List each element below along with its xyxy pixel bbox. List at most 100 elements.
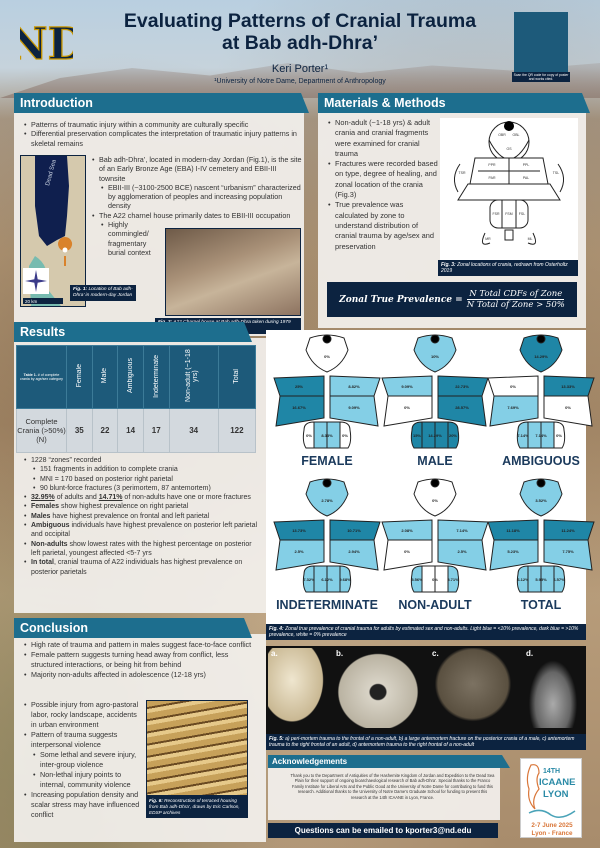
table-complete-crania: Table 1. # of complete crania by age/sex…	[16, 345, 257, 453]
svg-text:3.52%: 3.52%	[535, 498, 547, 503]
svg-text:7.14%: 7.14%	[517, 433, 529, 438]
svg-text:5.71%: 5.71%	[447, 577, 459, 582]
svg-text:PPR: PPR	[488, 163, 496, 167]
prevalence-equation: Zonal True Prevalence = N Total CDFs of …	[327, 282, 577, 317]
svg-text:22.73%: 22.73%	[455, 384, 469, 389]
results-heading: Results	[14, 322, 252, 342]
conclusion-heading: Conclusion	[14, 618, 252, 638]
contact-email[interactable]: Questions can be emailed to kporter3@nd.…	[268, 823, 498, 838]
svg-text:LYON: LYON	[543, 789, 569, 800]
svg-text:0%: 0%	[324, 354, 330, 359]
col-male: Male	[91, 345, 119, 409]
fig3-caption: Fig. 3: Zonal locations of crania, redra…	[438, 260, 578, 276]
svg-text:7.75%: 7.75%	[562, 549, 574, 554]
skull-diagram-icon: 3.52% 11.18% 11.24% 5.23% 7.75% 6.12% 5.…	[487, 478, 595, 593]
svg-text:9.09%: 9.09%	[348, 405, 360, 410]
svg-text:TSR: TSR	[459, 171, 466, 175]
svg-text:FSR: FSR	[493, 212, 500, 216]
svg-text:9.68%: 9.68%	[339, 577, 351, 582]
svg-text:5.56%: 5.56%	[411, 577, 423, 582]
table-caption: Table 1. # of complete crania by age/sex…	[16, 345, 67, 409]
notre-dame-logo: ND	[20, 18, 73, 70]
table-row: Complete Crania (>50%)(N) 35 22 14 17 34…	[16, 408, 257, 453]
photo-c	[428, 648, 518, 728]
introduction-heading: Introduction	[14, 93, 309, 113]
skull-diagram-icon: 10% 9.09% 22.73% 0% 28.57% 15% 14.29% 20…	[381, 334, 489, 449]
compass-rose-icon	[25, 270, 47, 292]
skull-label-ambiguous: AMBIGUOUS	[502, 454, 580, 468]
equation-fraction: N Total CDFs of Zone N Total of Zone > 5…	[466, 289, 565, 310]
fig5-trauma-photos: a. b. c. d.	[266, 646, 586, 734]
skull-diagram-icon: 2.78% 13.73% 10.71% 2.5% 2.94% 7.32% 6.1…	[273, 478, 381, 593]
introduction-bullets: Patterns of traumatic injury within a co…	[22, 120, 302, 148]
photo-b	[332, 648, 424, 728]
svg-text:8.33%: 8.33%	[321, 433, 333, 438]
acknowledgements-heading: Acknowledgements	[268, 755, 510, 768]
svg-text:0%: 0%	[432, 498, 438, 503]
svg-text:FSL: FSL	[519, 212, 525, 216]
col-non-adult: Non-adult (~1-18 yrs)	[168, 345, 219, 409]
svg-text:OBR: OBR	[498, 133, 506, 137]
svg-text:2.08%: 2.08%	[401, 528, 413, 533]
svg-text:Lyon - France: Lyon - France	[531, 830, 573, 837]
svg-text:0%: 0%	[432, 577, 438, 582]
conclusion-bullets: High rate of trauma and pattern in males…	[22, 640, 262, 680]
qr-code[interactable]	[514, 12, 568, 74]
intro-side-bullet: Highly commingled/ fragmentary burial co…	[90, 220, 152, 257]
affiliation: ¹University of Notre Dame, Department of…	[214, 78, 386, 85]
skull-label-male: MALE	[417, 454, 453, 468]
fig2-charnel-house-photo	[165, 228, 301, 316]
skull-label-non-adult: NON-ADULT	[398, 598, 472, 612]
acknowledgements-text: Thank you to the Department of Antiquiti…	[290, 773, 495, 800]
svg-text:PAL: PAL	[523, 176, 529, 180]
col-indeterminate: Indeterminate	[142, 345, 170, 409]
svg-text:0%: 0%	[565, 405, 571, 410]
methods-bullets: Non-adult (~1-18 yrs) & adult crania and…	[326, 118, 438, 252]
svg-text:2.94%: 2.94%	[348, 549, 360, 554]
introduction-side-bullets: Bab adh-Dhra’, located in modern-day Jor…	[90, 155, 302, 257]
skull-label-total: TOTAL	[520, 598, 562, 612]
col-total: Total	[217, 345, 257, 409]
fig1-map: Dead Sea 20 km	[20, 155, 86, 307]
svg-text:6.12%: 6.12%	[321, 577, 333, 582]
dead-sea-map-icon: Dead Sea 20 km	[21, 156, 85, 306]
svg-text:5.23%: 5.23%	[507, 549, 519, 554]
svg-text:PPL: PPL	[523, 163, 530, 167]
icaane-figure-icon: 14TH ICAANE LYON 2-7 June 2025 Lyon - Fr…	[526, 764, 576, 837]
svg-text:7.14%: 7.14%	[456, 528, 468, 533]
svg-text:0%: 0%	[556, 433, 562, 438]
skull-map-ambiguous: 14.29% 0% 13.33% 7.69% 0% 7.14% 7.14% 0%	[486, 334, 596, 454]
svg-text:10.71%: 10.71%	[347, 528, 361, 533]
icaane-logo: 14TH ICAANE LYON 2-7 June 2025 Lyon - Fr…	[520, 758, 582, 838]
fig6-caption: Fig. 6: Reconstruction of terraced housi…	[146, 796, 248, 818]
svg-text:10%: 10%	[431, 354, 439, 359]
intro-side-bullet: Bab adh-Dhra’, located in modern-day Jor…	[90, 155, 302, 183]
svg-text:14.29%: 14.29%	[428, 433, 442, 438]
conclusion-side-bullets: Possible injury from agro-pastoral labor…	[22, 700, 144, 820]
svg-text:FSM: FSM	[505, 212, 512, 216]
svg-text:7.14%: 7.14%	[535, 433, 547, 438]
svg-text:14.29%: 14.29%	[534, 354, 548, 359]
svg-text:11.18%: 11.18%	[506, 528, 520, 533]
skull-map-indeterminate: 2.78% 13.73% 10.71% 2.5% 2.94% 7.32% 6.1…	[272, 478, 382, 598]
label-c: c.	[432, 649, 439, 658]
skull-map-total: 3.52% 11.18% 11.24% 5.23% 7.75% 6.12% 5.…	[486, 478, 596, 598]
intro-side-bullet: EBII-III (~3100-2500 BCE) nascent “urban…	[90, 183, 302, 211]
svg-text:TSL: TSL	[553, 171, 559, 175]
label-b: b.	[336, 649, 344, 658]
svg-text:0%: 0%	[306, 433, 312, 438]
skull-map-non-adult: 0% 2.08% 7.14% 0% 2.5% 5.56% 0% 5.71%	[380, 478, 490, 598]
svg-text:0%: 0%	[404, 549, 410, 554]
fig4-caption: Fig. 4: Zonal true prevalence of cranial…	[266, 624, 586, 640]
intro-bullet: Patterns of traumatic injury within a co…	[22, 120, 302, 130]
svg-text:16.67%: 16.67%	[292, 405, 306, 410]
svg-text:20 km: 20 km	[25, 299, 38, 304]
svg-text:2-7 June 2025: 2-7 June 2025	[531, 822, 573, 829]
skull-label-female: FEMALE	[301, 454, 353, 468]
svg-text:6.12%: 6.12%	[517, 577, 529, 582]
svg-text:2.5%: 2.5%	[457, 549, 467, 554]
methods-bullet: Fractures were recorded based on type, d…	[326, 159, 438, 200]
svg-text:MR: MR	[485, 237, 491, 241]
